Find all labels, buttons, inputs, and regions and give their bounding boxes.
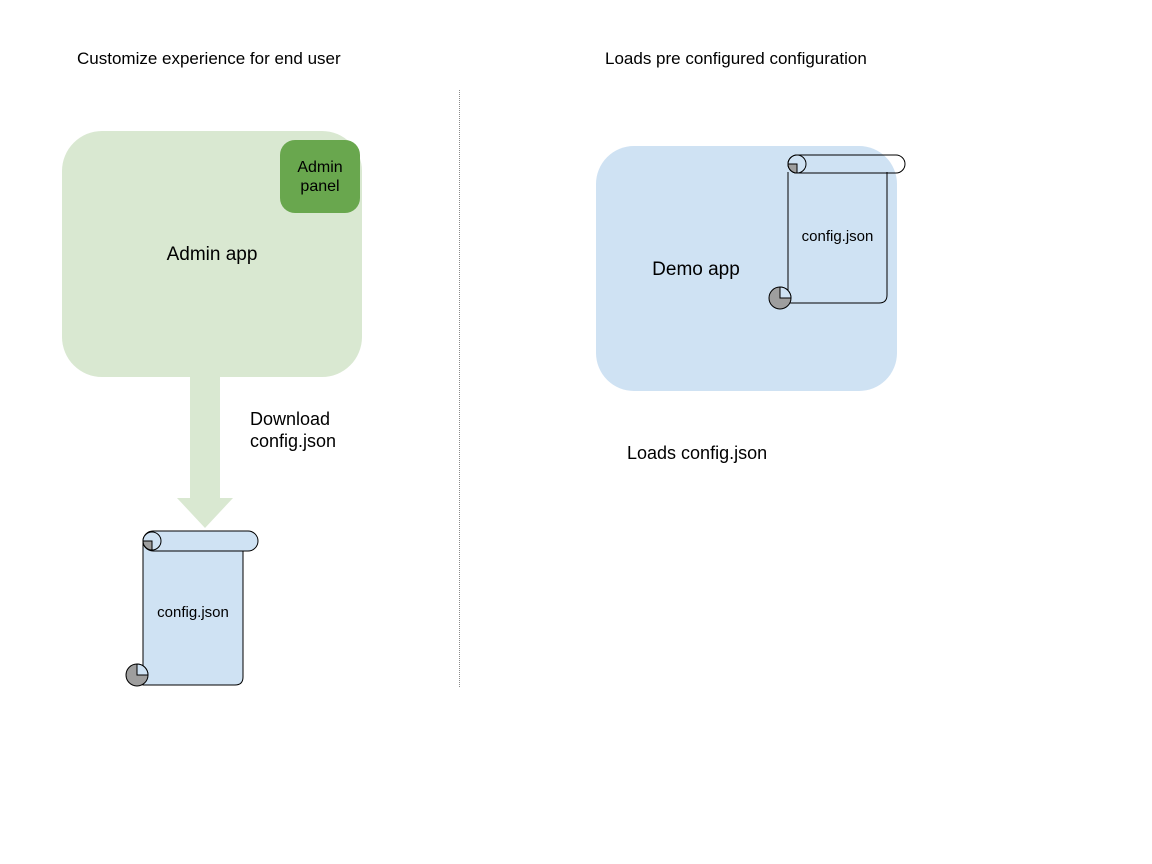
left-section-title: Customize experience for end user (77, 49, 341, 68)
right-section-title: Loads pre configured configuration (605, 49, 867, 68)
config-json-label-left: config.json (157, 604, 229, 621)
config-json-scroll-left (125, 530, 259, 687)
demo-app-label: Demo app (652, 259, 740, 280)
admin-app-box: Admin panel Admin app (62, 131, 362, 377)
config-json-scroll-right (768, 154, 906, 310)
loads-config-label: Loads config.json (627, 443, 768, 463)
section-divider (459, 90, 460, 687)
download-arrow-label: Download config.json (250, 409, 337, 451)
demo-app-box: Demo app (596, 146, 897, 391)
admin-panel-badge: Admin panel (280, 140, 360, 213)
download-arrow-icon (177, 376, 233, 528)
config-json-label-right: config.json (801, 228, 874, 245)
admin-app-label: Admin app (166, 244, 258, 265)
